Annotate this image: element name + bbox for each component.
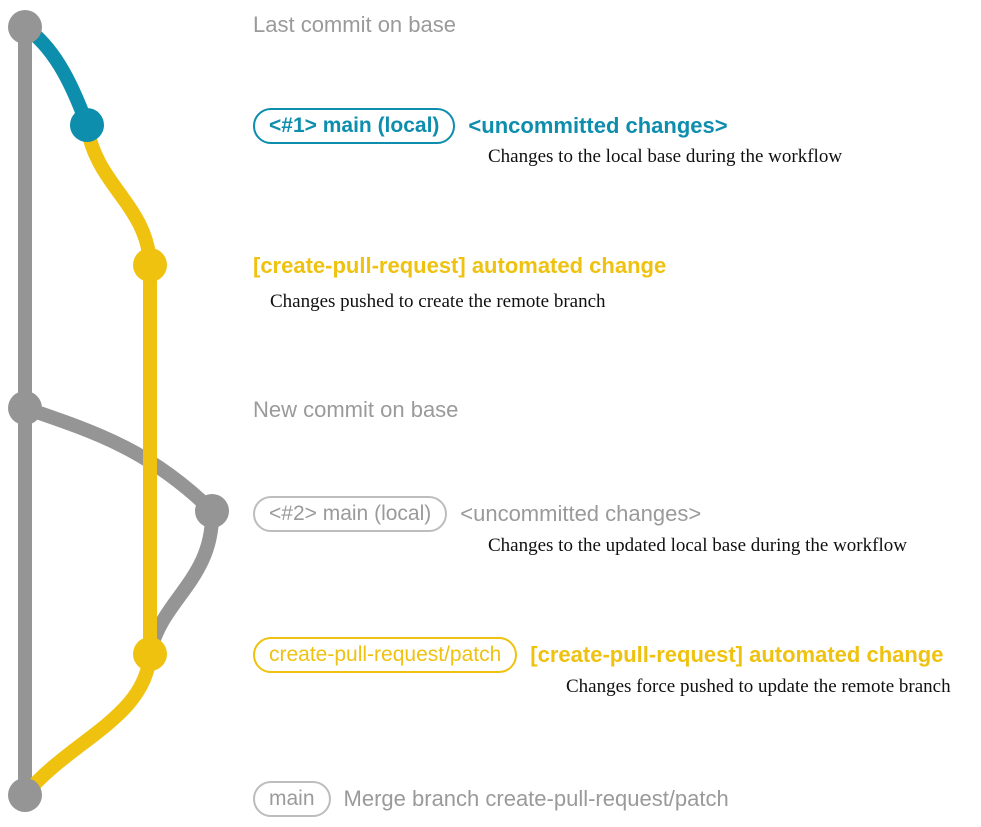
annotation-new-commit-on-base: New commit on base bbox=[253, 399, 458, 421]
base-to-local2-line bbox=[18, 401, 219, 518]
commit-subject-local-1: <uncommitted changes> bbox=[468, 113, 728, 138]
annotation-create-pull-request-2: create-pull-request/patch [create-pull-r… bbox=[253, 637, 943, 673]
commit-subject-create-pull-request-1: [create-pull-request] automated change bbox=[253, 253, 667, 278]
ref-badge-main-local-1[interactable]: <#1> main (local) bbox=[253, 108, 456, 144]
commit-node-base-last-commit[interactable] bbox=[8, 10, 42, 44]
commit-description-local-1: Changes to the local base during the wor… bbox=[488, 146, 843, 167]
commit-subject-local-2: <uncommitted changes> bbox=[460, 501, 702, 526]
commit-description-create-pull-request-1: Changes pushed to create the remote bran… bbox=[270, 291, 606, 312]
ref-badge-create-pull-request-patch[interactable]: create-pull-request/patch bbox=[253, 637, 518, 673]
commit-node-local-commit-2[interactable] bbox=[195, 494, 229, 528]
patch2-to-merge-line bbox=[18, 647, 157, 802]
commit-node-base-new-commit[interactable] bbox=[8, 391, 42, 425]
commit-description-create-pull-request-2: Changes force pushed to update the remot… bbox=[566, 676, 951, 697]
local2-to-patch2-line bbox=[143, 504, 220, 661]
annotation-merge-commit: main Merge branch create-pull-request/pa… bbox=[253, 781, 729, 817]
heading-last-commit-on-base: Last commit on base bbox=[253, 12, 456, 37]
commit-node-base-merge-commit[interactable] bbox=[8, 778, 42, 812]
ref-badge-main[interactable]: main bbox=[253, 781, 331, 817]
commit-node-patch-commit-2[interactable] bbox=[133, 637, 167, 671]
commit-subject-create-pull-request-2: [create-pull-request] automated change bbox=[530, 642, 944, 667]
annotation-local-commit-2: <#2> main (local) <uncommitted changes> bbox=[253, 496, 701, 532]
local1-to-patch1-line bbox=[80, 118, 157, 272]
annotation-last-commit-on-base: Last commit on base bbox=[253, 14, 456, 36]
ref-badge-main-local-2[interactable]: <#2> main (local) bbox=[253, 496, 448, 532]
base-to-local1-line bbox=[18, 20, 94, 132]
heading-new-commit-on-base: New commit on base bbox=[253, 397, 459, 422]
commit-subject-merge: Merge branch create-pull-request/patch bbox=[343, 786, 729, 811]
commit-node-local-commit-1[interactable] bbox=[70, 108, 104, 142]
commit-description-local-2: Changes to the updated local base during… bbox=[488, 535, 907, 556]
commit-node-patch-commit-1[interactable] bbox=[133, 248, 167, 282]
annotation-local-commit-1: <#1> main (local) <uncommitted changes> bbox=[253, 108, 728, 144]
